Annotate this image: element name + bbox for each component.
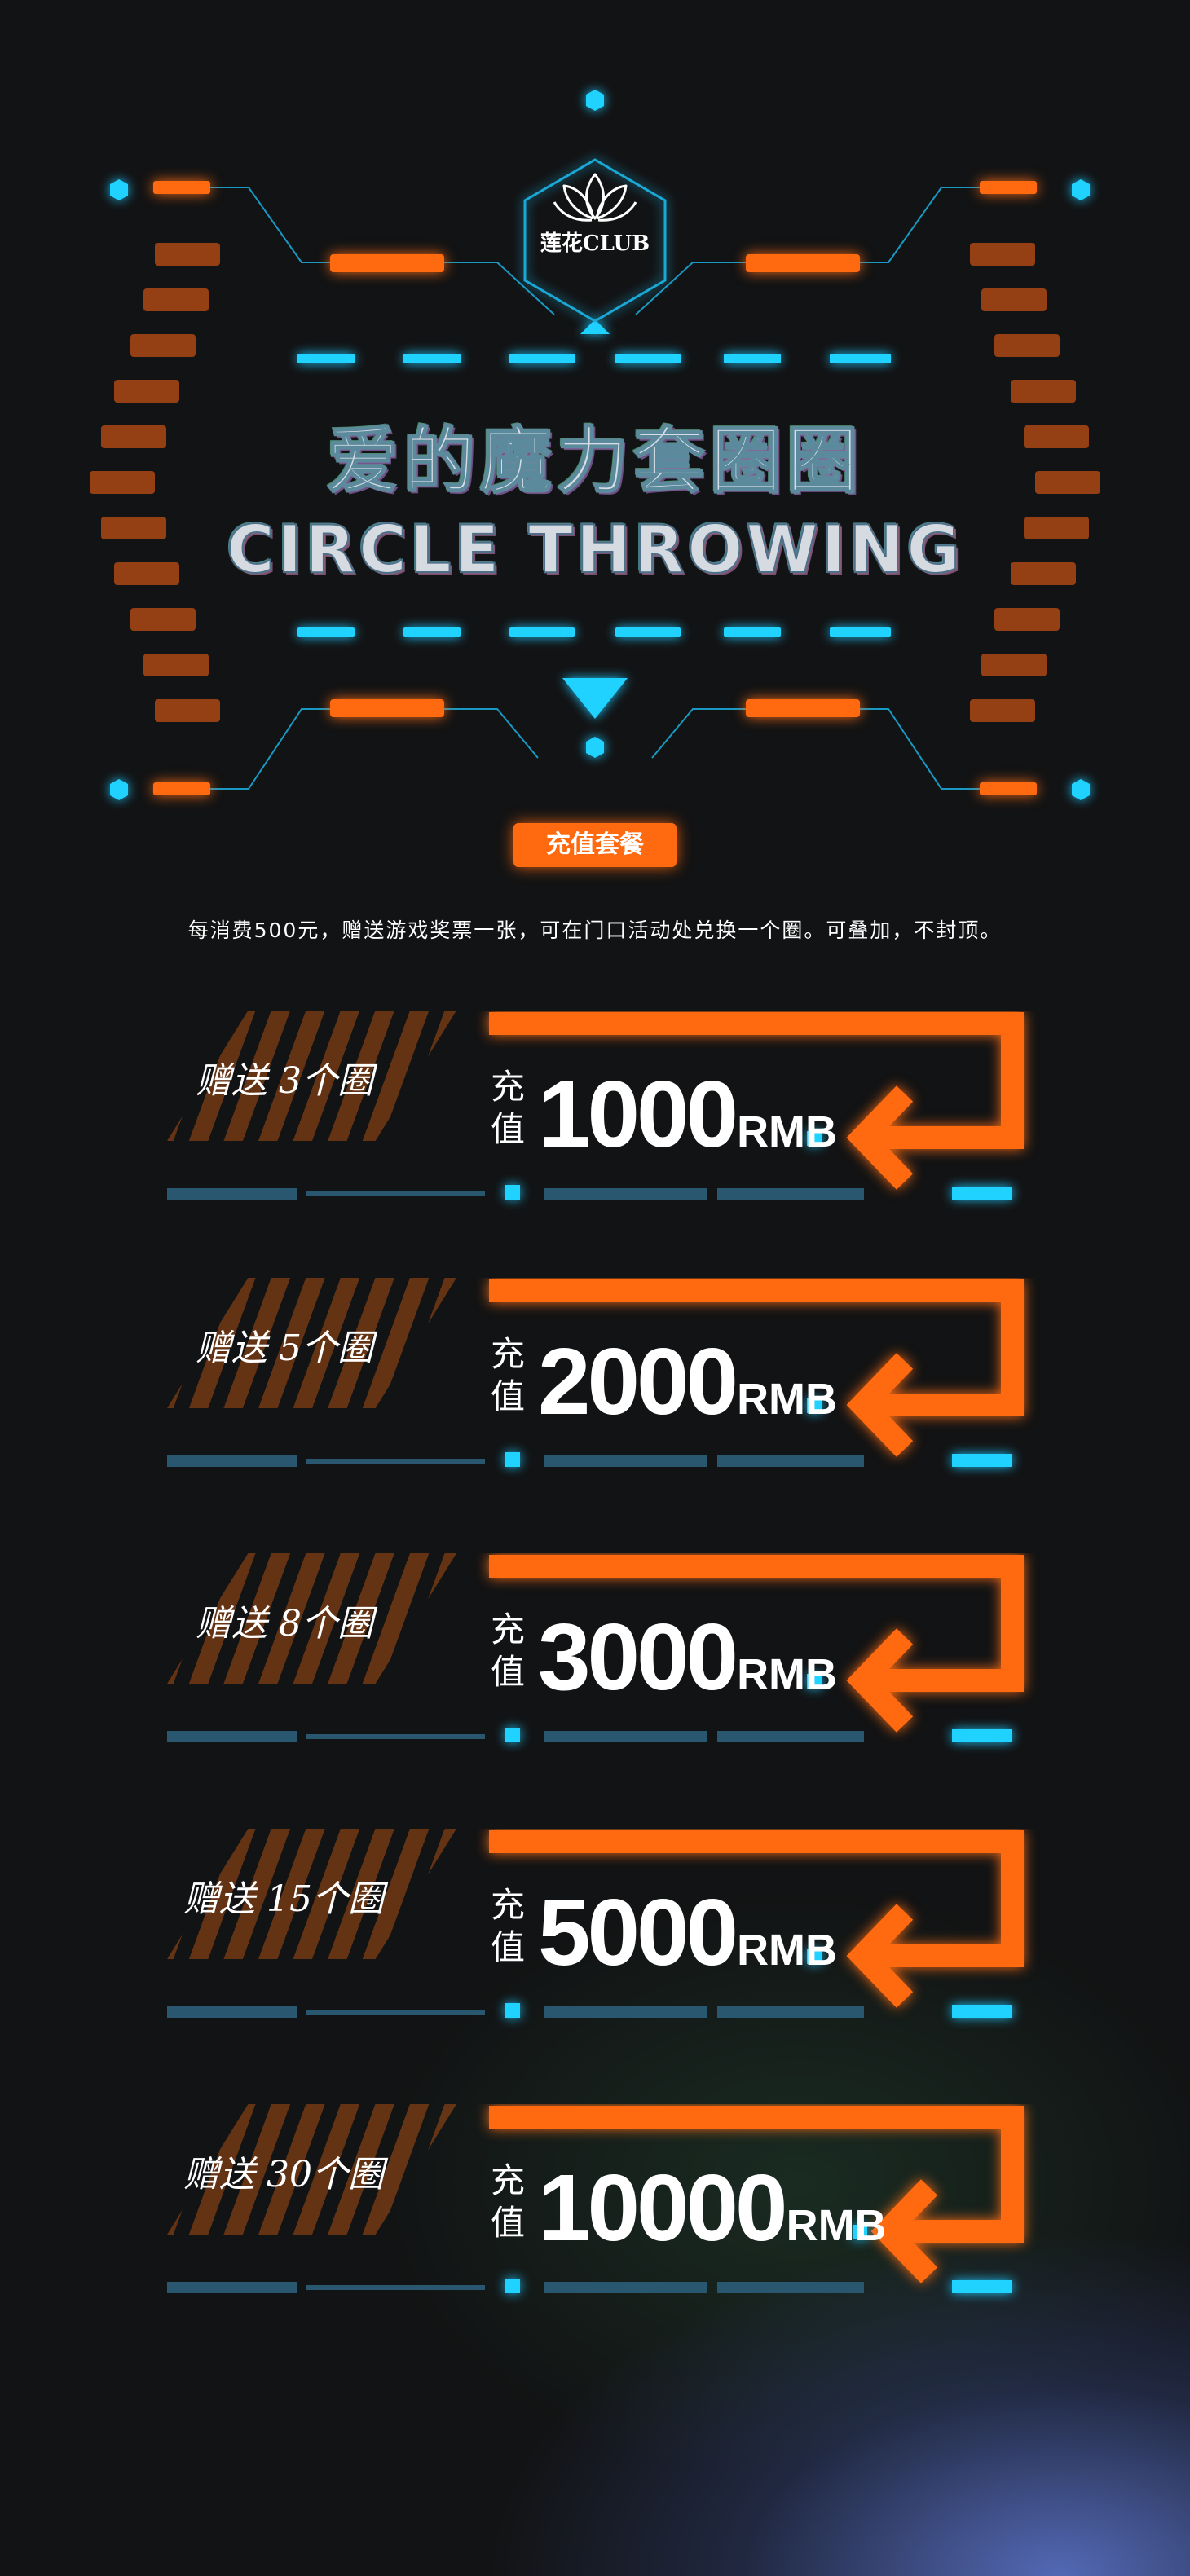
amount-unit: RMB xyxy=(737,1650,838,1699)
title-english: CIRCLE THROWING xyxy=(226,511,964,588)
header-frame-art xyxy=(90,90,1100,800)
brand-logo-text: 莲花CLUB xyxy=(540,231,650,256)
package-card: 赠送 5个圈 充值 2000RMB xyxy=(0,1278,1190,1482)
package-card: 赠送 15个圈 充值 5000RMB xyxy=(0,1829,1190,2032)
amount-unit: RMB xyxy=(786,2201,887,2250)
amount-value: 2000 xyxy=(538,1328,738,1434)
bonus-text: 赠送 5个圈 xyxy=(196,1328,373,1369)
bonus-text: 赠送 30个圈 xyxy=(183,2154,384,2195)
recharge-label: 充值 xyxy=(491,2160,526,2243)
recharge-amount: 2000RMB xyxy=(538,1327,837,1436)
arrow-frame-art xyxy=(167,1012,1024,1200)
recharge-label: 充值 xyxy=(491,1885,526,1967)
bonus-text: 赠送 15个圈 xyxy=(183,1878,384,1920)
amount-value: 3000 xyxy=(538,1604,738,1710)
recharge-amount: 5000RMB xyxy=(538,1878,837,1987)
arrow-frame-art xyxy=(167,2106,1024,2293)
amount-unit: RMB xyxy=(737,1926,838,1975)
arrow-frame-art xyxy=(167,1830,1024,2018)
package-card: 赠送 30个圈 充值 10000RMB xyxy=(0,2104,1190,2308)
bonus-text: 赠送 3个圈 xyxy=(196,1060,373,1102)
section-badge: 充值套餐 xyxy=(513,823,677,867)
arrow-frame-art xyxy=(167,1279,1024,1467)
amount-value: 1000 xyxy=(538,1061,738,1167)
arrow-frame-art xyxy=(167,1555,1024,1742)
recharge-label: 充值 xyxy=(491,1334,526,1416)
amount-value: 5000 xyxy=(538,1879,738,1985)
recharge-amount: 3000RMB xyxy=(538,1602,837,1711)
recharge-amount: 10000RMB xyxy=(538,2153,887,2262)
promo-description: 每消费500元，赠送游戏奖票一张，可在门口活动处兑换一个圈。可叠加，不封顶。 xyxy=(187,918,1003,942)
amount-unit: RMB xyxy=(737,1375,838,1424)
package-card: 赠送 3个圈 充值 1000RMB xyxy=(0,1011,1190,1214)
bonus-text: 赠送 8个圈 xyxy=(196,1603,373,1645)
package-card: 赠送 8个圈 充值 3000RMB xyxy=(0,1553,1190,1757)
recharge-amount: 1000RMB xyxy=(538,1059,837,1169)
title-chinese: 爱的魔力套圈圈 xyxy=(326,418,863,504)
amount-unit: RMB xyxy=(737,1107,838,1156)
amount-value: 10000 xyxy=(538,2155,788,2261)
recharge-label: 充值 xyxy=(491,1067,526,1149)
recharge-label: 充值 xyxy=(491,1609,526,1692)
